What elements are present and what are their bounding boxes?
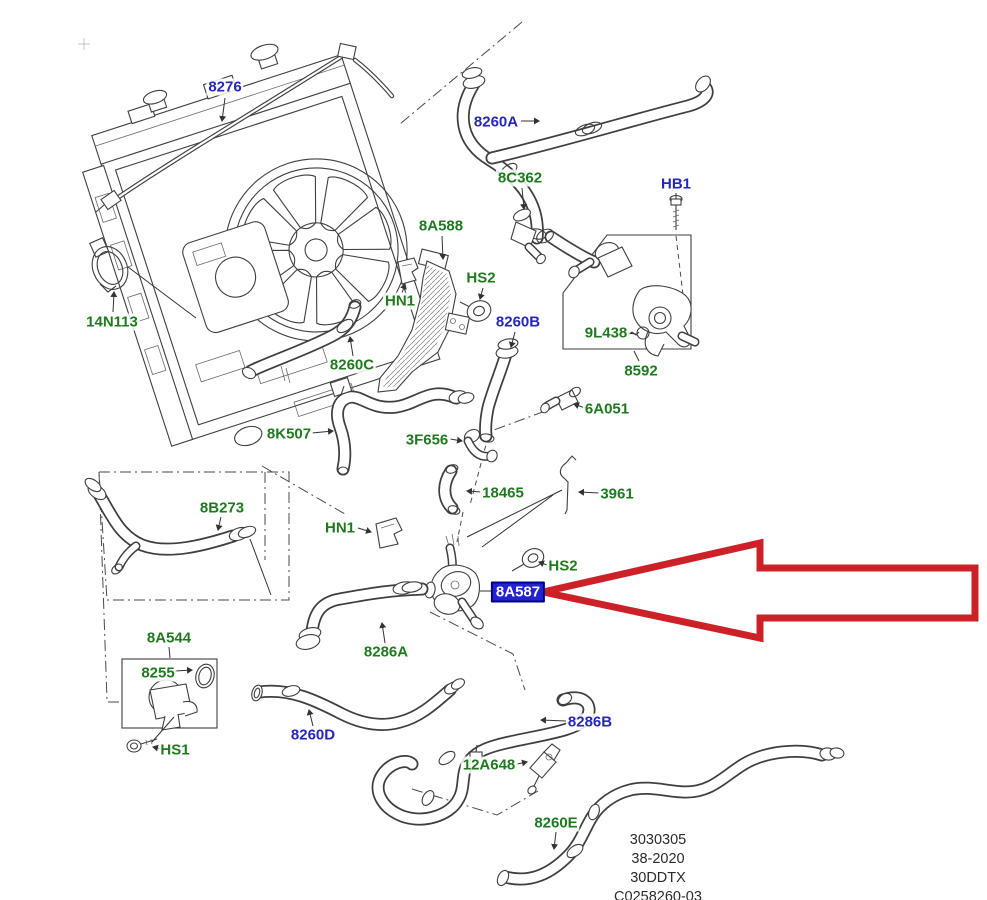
part-label-8c362[interactable]: 8C362 — [495, 169, 545, 187]
part-label-8260b[interactable]: 8260B — [493, 313, 543, 331]
part-label-14n113[interactable]: 14N113 — [84, 313, 140, 331]
sensor-6a051 — [540, 386, 581, 414]
hose-8k507 — [329, 376, 475, 476]
part-label-8286b[interactable]: 8286B — [565, 713, 615, 731]
part-label-8a544[interactable]: 8A544 — [144, 629, 194, 647]
part-label-8286a[interactable]: 8286A — [361, 643, 411, 661]
water-outlet-8a587 — [424, 533, 484, 630]
hose-18465 — [438, 464, 461, 515]
part-label-hb1[interactable]: HB1 — [658, 175, 694, 193]
part-label-3f656[interactable]: 3F656 — [403, 431, 451, 449]
part-label-hn1-top[interactable]: HN1 — [382, 292, 418, 310]
registration-mark-icon — [78, 38, 90, 50]
part-label-hn1-lower[interactable]: HN1 — [322, 519, 358, 537]
part-label-8260a[interactable]: 8260A — [471, 113, 521, 131]
part-label-8255[interactable]: 8255 — [139, 664, 177, 682]
bracket-3961 — [466, 455, 577, 548]
hose-8260b — [479, 338, 519, 443]
clip-hn1-lower — [375, 517, 403, 549]
thermostat-box-8592 — [536, 228, 700, 357]
phantom-lines — [98, 21, 687, 816]
pump-box-8a544 — [121, 658, 218, 731]
clamp-14n113 — [89, 237, 129, 293]
part-label-8260d[interactable]: 8260D — [288, 726, 338, 744]
clip-hn1-top — [397, 257, 419, 285]
part-label-12a648[interactable]: 12A648 — [460, 756, 518, 774]
part-label-8a588[interactable]: 8A588 — [416, 217, 466, 235]
hose-8276 — [95, 42, 395, 213]
red-arrow — [542, 538, 979, 643]
part-label-8b273[interactable]: 8B273 — [197, 499, 247, 517]
part-label-8260c[interactable]: 8260C — [327, 356, 377, 374]
part-label-8k507[interactable]: 8K507 — [264, 425, 314, 443]
hose-8b273 — [84, 477, 272, 596]
part-label-6a051[interactable]: 6A051 — [582, 400, 632, 418]
part-label-8276[interactable]: 8276 — [206, 78, 244, 96]
hose-8260a — [456, 67, 714, 245]
part-label-18465[interactable]: 18465 — [480, 484, 526, 502]
screw-hs2-top — [459, 300, 492, 322]
screw-hs1 — [126, 716, 175, 753]
valve-12a648 — [527, 743, 561, 795]
part-label-8260e[interactable]: 8260E — [532, 814, 580, 832]
part-label-hs2-top[interactable]: HS2 — [464, 269, 498, 287]
part-label-3961[interactable]: 3961 — [598, 485, 636, 503]
sensor-8c362 — [510, 208, 546, 265]
hose-8260d — [251, 678, 466, 731]
part-label-hs2-lower[interactable]: HS2 — [546, 557, 580, 575]
hose-8260e — [496, 744, 845, 887]
bolt-hb1 — [669, 194, 683, 230]
hose-8286a — [295, 581, 429, 650]
connector-3f656 — [463, 428, 498, 463]
part-label-hs1[interactable]: HS1 — [158, 741, 192, 759]
screw-hs2-lower — [511, 548, 545, 572]
hose-8260c — [241, 299, 362, 384]
leader-lines — [110, 97, 677, 850]
part-label-8592[interactable]: 8592 — [622, 362, 660, 380]
part-label-9l438[interactable]: 9L438 — [582, 324, 630, 342]
shield-8a588 — [377, 248, 471, 393]
part-label-8a587-highlighted[interactable]: 8A587 — [490, 581, 546, 603]
